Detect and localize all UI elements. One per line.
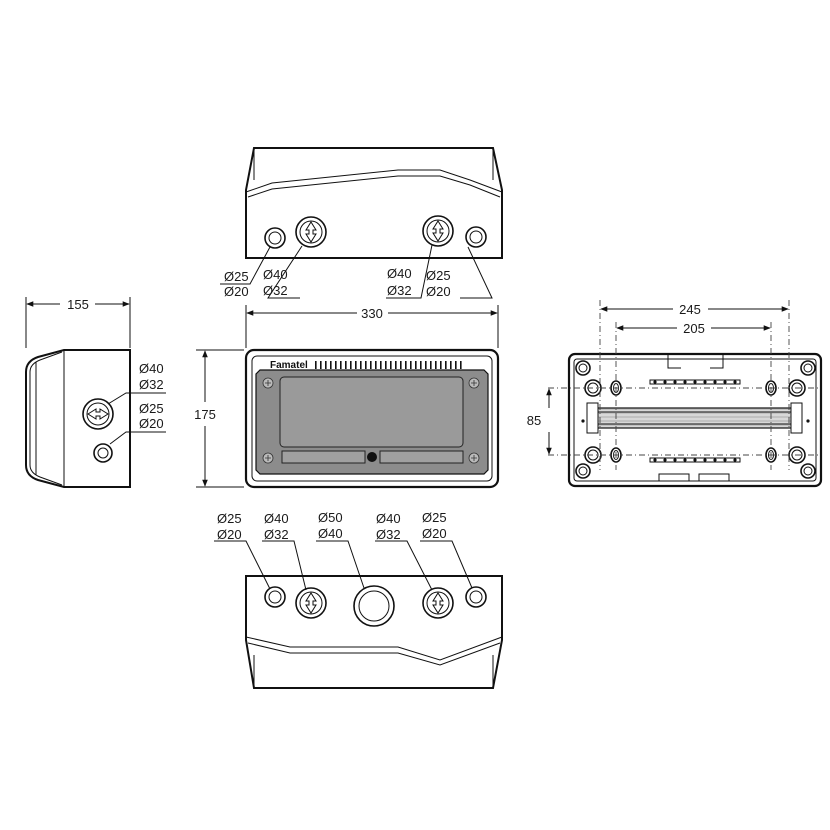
rail-inner-label: 205 xyxy=(683,321,705,336)
depth-label: 155 xyxy=(67,297,89,312)
side-knockout-icon xyxy=(82,398,114,430)
top-left-small-label-2: Ø20 xyxy=(224,284,249,299)
top-right-small-hole xyxy=(465,226,487,248)
width-dimension: 330 xyxy=(245,305,499,348)
side-knock-label-1: Ø40 xyxy=(139,361,164,376)
bottom-right-knock-label-2: Ø32 xyxy=(376,527,401,542)
top-right-knock-label-1: Ø40 xyxy=(387,266,412,281)
top-left-small-hole xyxy=(264,227,286,249)
front-view: Famatel xyxy=(244,348,500,489)
bottom-left-knock-label-1: Ø40 xyxy=(264,511,289,526)
width-label: 330 xyxy=(361,306,383,321)
side-knock-label-2: Ø32 xyxy=(139,377,164,392)
top-right-small-label-2: Ø20 xyxy=(426,284,451,299)
bottom-right-small-label-2: Ø20 xyxy=(422,526,447,541)
side-view-body xyxy=(25,349,131,488)
height-label: 175 xyxy=(194,407,216,422)
screw-icon xyxy=(262,377,480,464)
back-view-body xyxy=(567,352,823,488)
brand-label: Famatel xyxy=(270,360,308,371)
rail-spacing-dimension: 85 xyxy=(527,388,552,455)
top-right-knockout-icon xyxy=(422,215,454,247)
vent-slots xyxy=(315,361,462,369)
bottom-right-knockout-icon xyxy=(422,587,454,619)
bottom-right-small-label-1: Ø25 xyxy=(422,510,447,525)
top-right-small-label-1: Ø25 xyxy=(426,268,451,283)
top-left-small-label-1: Ø25 xyxy=(224,269,249,284)
bottom-view: Ø25 Ø20 Ø40 Ø32 Ø50 Ø40 Ø40 Ø32 Ø25 Ø20 xyxy=(214,510,503,689)
depth-dimension: 155 xyxy=(25,297,131,348)
side-small-label-2: Ø20 xyxy=(139,416,164,431)
lock-icon xyxy=(367,452,377,462)
din-rail xyxy=(593,407,798,429)
bottom-left-small-hole xyxy=(264,586,286,608)
bottom-left-small-label-1: Ø25 xyxy=(217,511,242,526)
top-left-knock-label-2: Ø32 xyxy=(263,283,288,298)
door-handle-right xyxy=(379,450,464,464)
rail-inner-dimension: 205 xyxy=(616,321,771,336)
bottom-center-hole-icon xyxy=(353,585,395,627)
height-dimension: 175 xyxy=(194,349,244,488)
bottom-left-knockout-icon xyxy=(295,587,327,619)
rail-outer-dimension: 245 xyxy=(600,302,789,317)
bottom-center-label-1: Ø50 xyxy=(318,510,343,525)
door-handle-left xyxy=(281,450,366,464)
top-view: Ø25 Ø20 Ø40 Ø32 Ø40 Ø32 Ø25 Ø20 xyxy=(220,147,503,299)
top-left-knockout-icon xyxy=(295,216,327,248)
rail-outer-label: 245 xyxy=(679,302,701,317)
bottom-right-knock-label-1: Ø40 xyxy=(376,511,401,526)
bottom-left-small-label-2: Ø20 xyxy=(217,527,242,542)
bottom-center-label-2: Ø40 xyxy=(318,526,343,541)
rail-spacing-label: 85 xyxy=(527,413,541,428)
back-view xyxy=(548,300,823,488)
bottom-right-small-hole xyxy=(465,586,487,608)
top-left-knock-label-1: Ø40 xyxy=(263,267,288,282)
side-view: Ø40 Ø32 Ø25 Ø20 xyxy=(25,349,166,488)
side-small-hole xyxy=(93,443,113,463)
bottom-left-knock-label-2: Ø32 xyxy=(264,527,289,542)
top-right-knock-label-2: Ø32 xyxy=(387,283,412,298)
front-view-body xyxy=(244,348,500,489)
side-small-label-1: Ø25 xyxy=(139,401,164,416)
